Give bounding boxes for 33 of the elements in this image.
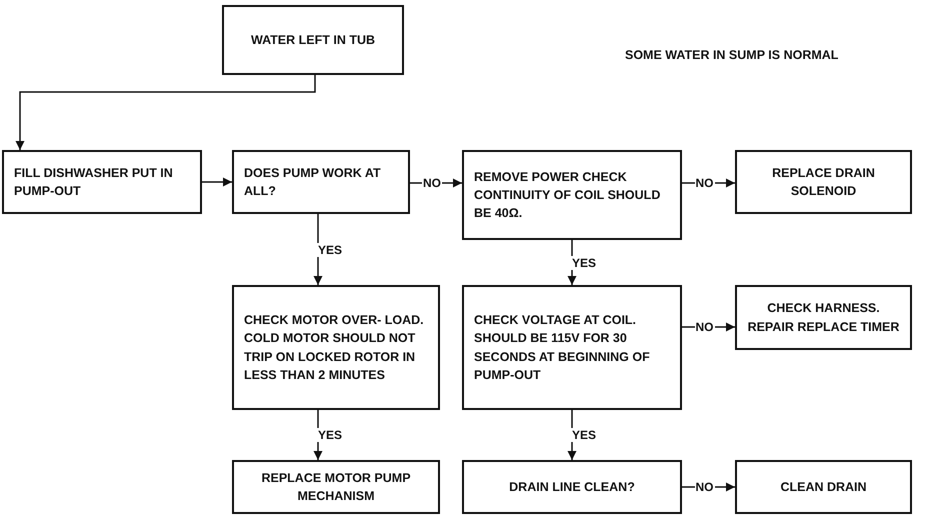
process-box [462,285,682,410]
box-text: REPLACE MOTOR PUMP MECHANISM [260,470,412,505]
box-text: CLEAN DRAIN [780,478,867,496]
process-box [232,460,440,514]
arrow [202,178,232,186]
process-box [232,150,410,214]
edge-label: NO [694,176,714,190]
edge-label: YES [571,256,597,270]
process-box [462,150,682,240]
edge-label: NO [694,480,714,494]
process-box [222,5,404,75]
process-box [735,150,912,214]
box-text: CHECK HARNESS. REPAIR REPLACE TIMER [747,300,900,336]
edge-label: YES [571,428,597,442]
box-text: CHECK MOTOR OVER- LOAD. COLD MOTOR SHOULD NOT TRIP ON LOCKED ROTOR IN LESS THAN 2 MINUTES [244,312,425,384]
box-text: DOES PUMP WORK AT ALL? [244,164,382,200]
note-text: SOME WATER IN SUMP IS NORMAL [625,48,838,62]
edge-label: NO [422,176,442,190]
box-text: REMOVE POWER CHECK CONTINUITY OF COIL SHOULD BE 40Ω. [474,168,662,222]
edge-label: YES [317,242,343,256]
box-text: FILL DISHWASHER PUT IN PUMP-OUT [14,164,174,200]
box-text: CHECK VOLTAGE AT COIL. SHOULD BE 115V FOR 30 SECONDS AT BEGINNING OF PUMP-OUT [474,312,651,384]
box-text: REPLACE DRAIN SOLENOID [771,164,876,200]
process-box [232,285,440,410]
edge-label: NO [694,320,714,334]
arrow [16,75,316,150]
box-text: DRAIN LINE CLEAN? [509,478,635,496]
process-box [735,285,912,350]
process-box [2,150,202,214]
box-text: WATER LEFT IN TUB [250,32,376,49]
process-box [735,460,912,514]
edge-label: YES [317,428,343,442]
process-box [462,460,682,514]
